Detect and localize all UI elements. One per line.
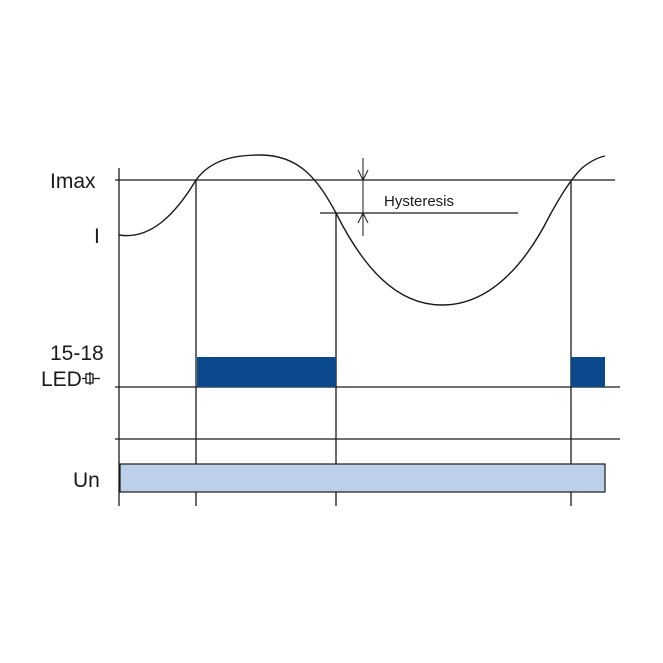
contacts-label: 15-18 (50, 342, 104, 365)
hysteresis-arrow-bottom-icon (357, 211, 369, 224)
relay-on-bar-2 (571, 357, 605, 387)
relay-on-bar-1 (197, 357, 336, 387)
hysteresis-label: Hysteresis (384, 193, 454, 210)
relay-coil-icon (82, 372, 100, 385)
led-label: LED (41, 368, 82, 391)
supply-voltage-bar (119, 463, 606, 493)
hysteresis-arrow-top-icon (357, 169, 369, 182)
imax-label: Imax (50, 170, 96, 193)
un-label: Un (73, 469, 100, 492)
i-label: I (94, 225, 100, 248)
current-waveform (118, 154, 606, 306)
